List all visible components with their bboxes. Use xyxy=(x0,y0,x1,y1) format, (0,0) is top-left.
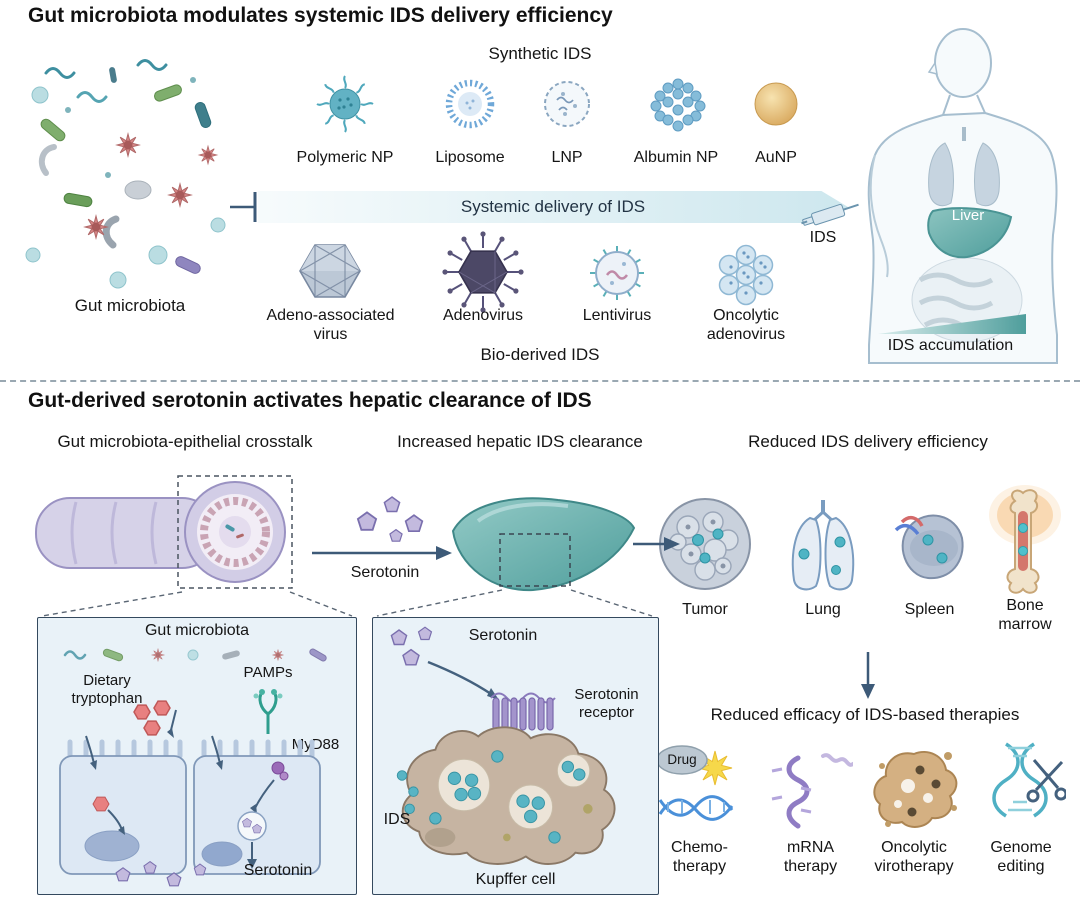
intestine-illustration xyxy=(35,475,293,589)
gut-microbiota-label: Gut microbiota xyxy=(74,296,186,315)
tumor-label: Tumor xyxy=(682,601,728,618)
human-body-illustration xyxy=(867,28,1058,364)
liver-label: Liver xyxy=(951,207,985,224)
box2-serotonin-label: Serotonin xyxy=(468,627,538,644)
gut-microbiota-illustration xyxy=(25,59,226,289)
inhibition-bar-icon xyxy=(230,192,257,222)
systemic-delivery-band: Systemic delivery of IDS xyxy=(258,191,848,223)
crosstalk-box: Gut microbiota Dietary tryptophan PAMPs xyxy=(37,617,357,895)
header-reduced: Reduced IDS delivery efficiency xyxy=(748,432,988,451)
header-clearance: Increased hepatic IDS clearance xyxy=(397,432,643,451)
serotonin-arrow-label: Serotonin xyxy=(350,564,420,581)
synthetic-ids-title: Synthetic IDS xyxy=(488,44,592,63)
aunp-label: AuNP xyxy=(755,149,797,166)
serotonin-receptor-label: Serotonin receptor xyxy=(574,686,639,721)
dietary-tryptophan-label: Dietary tryptophan xyxy=(71,672,143,707)
box1-serotonin-label: Serotonin xyxy=(243,862,313,879)
spleen-label: Spleen xyxy=(904,601,955,618)
albumin-np-label: Albumin NP xyxy=(633,149,719,166)
pamps-receptor-icon xyxy=(253,689,283,734)
serotonin-molecules-icon xyxy=(356,496,424,542)
oncolytic-virotherapy-icon xyxy=(873,751,958,828)
syringe-icon xyxy=(801,203,859,226)
chemotherapy-label: Chemo- therapy xyxy=(671,839,728,876)
liver-illustration xyxy=(451,497,636,592)
lnp-icon xyxy=(544,81,590,127)
box1-microbes-row xyxy=(63,647,327,663)
adenovirus-icon xyxy=(442,231,524,313)
mrna-therapy-icon xyxy=(771,753,853,829)
kupffer-cell-illustration xyxy=(396,726,616,865)
panel-divider xyxy=(0,380,1080,382)
adenovirus-label: Adenovirus xyxy=(442,307,524,324)
lentivirus-label: Lentivirus xyxy=(582,307,652,324)
chemotherapy-icon xyxy=(656,745,734,821)
bone-marrow-icon xyxy=(989,485,1061,594)
myd88-label: MyD88 xyxy=(291,736,340,753)
serotonin-to-receptor-arrow xyxy=(427,660,499,700)
lnp-label: LNP xyxy=(551,149,583,166)
bio-derived-ids-title: Bio-derived IDS xyxy=(480,345,600,364)
hepatic-box: Serotonin Serotonin receptor xyxy=(372,617,659,895)
oncolytic-adenovirus-icon xyxy=(718,244,774,306)
box2-ids-label: IDS xyxy=(383,811,411,828)
header-crosstalk: Gut microbiota-epithelial crosstalk xyxy=(57,432,313,451)
albumin-np-icon xyxy=(650,78,706,132)
tryptophan-molecules-icon xyxy=(133,700,177,738)
therapies-title: Reduced efficacy of IDS-based therapies xyxy=(710,705,1020,724)
genome-editing-icon xyxy=(992,742,1066,818)
pamps-label: PAMPs xyxy=(243,664,293,681)
top-panel-title: Gut microbiota modulates systemic IDS de… xyxy=(28,4,613,27)
oncolytic-virotherapy-label: Oncolytic virotherapy xyxy=(874,839,954,876)
liposome-icon xyxy=(445,79,495,129)
aav-icon xyxy=(299,244,361,298)
polymeric-np-label: Polymeric NP xyxy=(296,149,394,166)
epithelial-cells-illustration xyxy=(59,735,321,875)
ids-accumulation-triangle xyxy=(878,314,1026,334)
aav-label: Adeno-associated virus xyxy=(266,307,395,344)
tumor-icon xyxy=(659,498,751,590)
oncolytic-adenovirus-label: Oncolytic adenovirus xyxy=(706,307,786,344)
bottom-panel-title: Gut-derived serotonin activates hepatic … xyxy=(28,389,592,412)
lung-icon xyxy=(791,500,855,591)
drug-label: Drug xyxy=(667,752,697,767)
lung-label: Lung xyxy=(805,601,841,618)
box2-serotonin-molecules xyxy=(390,626,433,666)
box1-gut-microbiota-label: Gut microbiota xyxy=(144,622,250,639)
polymeric-np-icon xyxy=(316,75,374,133)
systemic-delivery-label: Systemic delivery of IDS xyxy=(460,197,646,216)
ids-syringe-label: IDS xyxy=(809,229,837,246)
lentivirus-icon xyxy=(590,246,644,300)
liposome-label: Liposome xyxy=(435,149,505,166)
kupffer-cell-label: Kupffer cell xyxy=(475,871,556,888)
box1-serotonin-molecules xyxy=(115,860,207,887)
spleen-icon xyxy=(894,514,964,580)
bone-marrow-label: Bone marrow xyxy=(998,597,1052,634)
ids-accumulation-label: IDS accumulation xyxy=(887,337,1014,354)
serotonin-receptor-icon xyxy=(490,692,556,731)
genome-editing-label: Genome editing xyxy=(990,839,1052,876)
mrna-therapy-label: mRNA therapy xyxy=(783,839,838,876)
aunp-icon xyxy=(754,82,798,126)
